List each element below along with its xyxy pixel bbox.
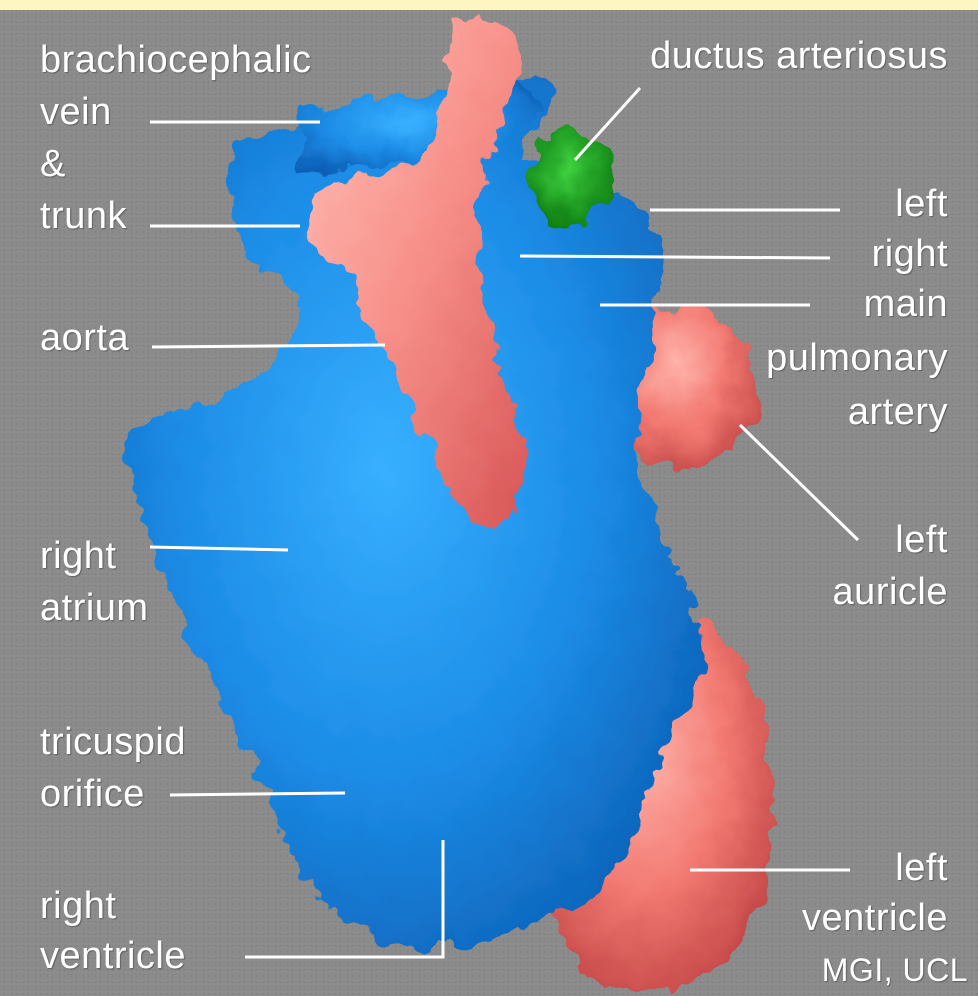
label-vein: vein [40, 86, 112, 138]
label-aorta: aorta [40, 312, 129, 364]
label-auricle-line2: auricle [833, 566, 948, 618]
label-right-atrium-line1: right [40, 530, 116, 582]
label-pa-pulmonary: pulmonary [766, 332, 948, 384]
heart-render-canvas [0, 10, 978, 996]
label-right-ventricle-line1: right [40, 880, 116, 932]
label-pa-main: main [864, 278, 948, 330]
label-tricuspid-line2: orifice [40, 768, 145, 820]
label-left-ventricle-line1: left [895, 842, 948, 894]
label-tricuspid-line1: tricuspid [40, 716, 186, 768]
label-pa-right: right [872, 228, 948, 280]
label-pa-left: left [895, 178, 948, 230]
label-ampersand: & [40, 138, 66, 190]
label-right-ventricle-line2: ventricle [40, 930, 186, 982]
credit-label: MGI, UCL [822, 950, 968, 990]
leader-aorta [152, 345, 385, 347]
leader-pa-right [520, 256, 830, 258]
label-pa-artery: artery [848, 386, 948, 438]
label-right-atrium-line2: atrium [40, 582, 149, 634]
heart-illustration [0, 10, 978, 996]
leader-tricuspid [170, 793, 345, 795]
label-trunk: trunk [40, 190, 127, 242]
label-auricle-line1: left [895, 514, 948, 566]
label-left-ventricle-line2: ventricle [802, 892, 948, 944]
label-ductus-arteriosus: ductus arteriosus [650, 30, 948, 82]
label-brachiocephalic: brachiocephalic [40, 34, 312, 86]
